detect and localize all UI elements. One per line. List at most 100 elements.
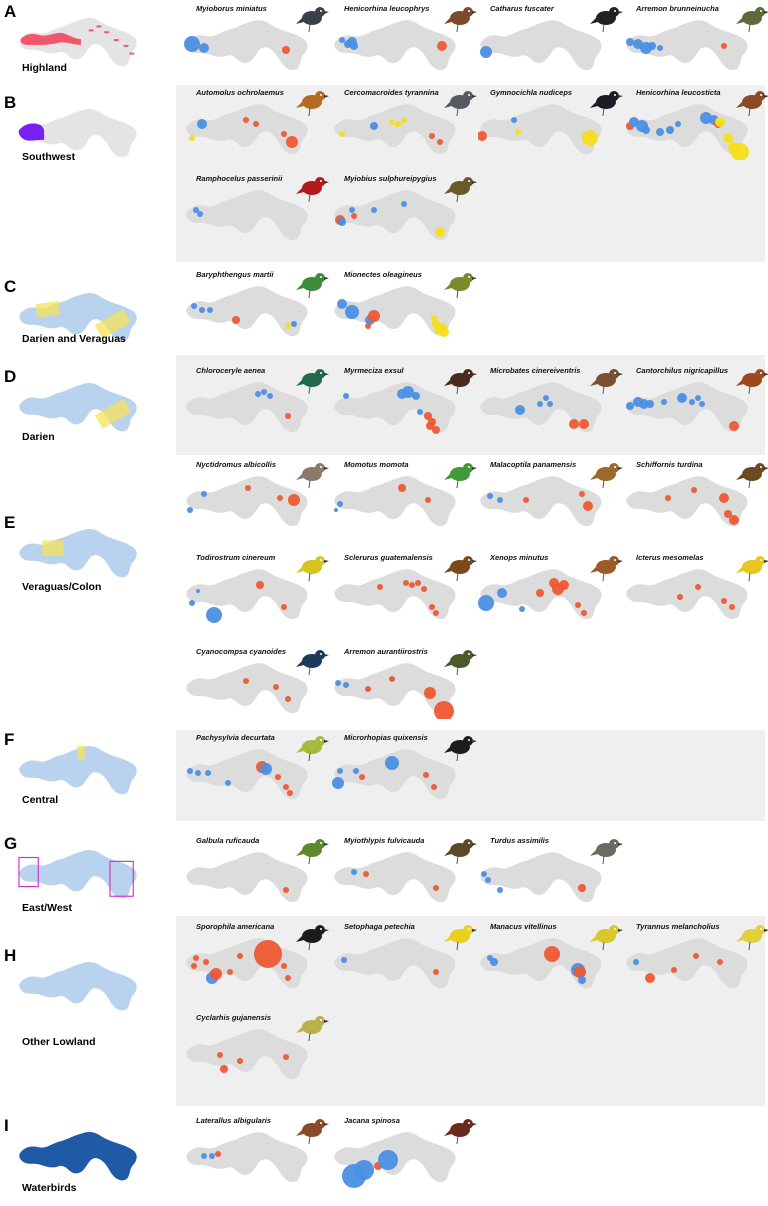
group-label: Highland: [22, 62, 67, 74]
species-name: Jacana spinosa: [344, 1116, 400, 1125]
bird-icon: [296, 463, 329, 489]
distribution-map: [480, 382, 602, 433]
species-name: Gymnocichla nudiceps: [490, 88, 573, 97]
occurrence-marker: [426, 422, 434, 430]
bird-illustration: [444, 736, 477, 762]
lowland-region: [19, 849, 137, 899]
distribution-map: [186, 1132, 308, 1183]
occurrence-marker: [207, 307, 213, 313]
bird-icon: [444, 736, 477, 762]
bird-illustration: [736, 556, 768, 582]
bird-icon: [590, 91, 623, 117]
distribution-map: [186, 852, 308, 903]
species-name: Laterallus albigularis: [196, 1116, 272, 1125]
occurrence-marker: [283, 1054, 289, 1060]
occurrence-marker: [377, 584, 383, 590]
land-shape: [186, 1029, 308, 1080]
bird-illustration: [444, 556, 477, 582]
occurrence-marker: [337, 299, 347, 309]
bird-icon: [444, 369, 477, 395]
bird-illustration: [444, 925, 477, 951]
occurrence-marker: [334, 508, 338, 512]
species-name: Tyrannus melancholius: [636, 922, 720, 931]
occurrence-marker: [677, 393, 687, 403]
focus-region-box: [42, 540, 64, 556]
occurrence-marker: [583, 501, 593, 511]
land-shape: [186, 104, 308, 155]
land-shape: [626, 20, 748, 71]
group-map: [19, 17, 137, 67]
occurrence-marker: [281, 963, 287, 969]
occurrence-marker: [184, 36, 200, 52]
occurrence-marker: [285, 413, 291, 419]
occurrence-marker: [731, 143, 749, 160]
bird-illustration: [736, 91, 768, 117]
bird-icon: [296, 1119, 329, 1145]
occurrence-marker: [281, 131, 287, 137]
species-name: Automolus ochrolaemus: [196, 88, 284, 97]
land-shape: [334, 663, 456, 714]
species-panel: Henicorhina leucophrys: [332, 2, 482, 94]
occurrence-marker: [282, 46, 290, 54]
land-shape: [334, 476, 456, 527]
species-name: Cantorchilus nigricapillus: [636, 366, 729, 375]
group-letter: E: [4, 513, 16, 532]
land-shape: [480, 852, 602, 903]
lowland-region: [19, 961, 137, 1011]
occurrence-marker: [199, 43, 209, 53]
land-shape: [334, 104, 456, 155]
species-name: Galbula ruficauda: [196, 836, 260, 845]
occurrence-marker: [237, 953, 243, 959]
occurrence-marker: [227, 969, 233, 975]
species-panel: Xenops minutus: [478, 551, 628, 643]
occurrence-marker: [285, 696, 291, 702]
occurrence-marker: [481, 871, 487, 877]
occurrence-marker: [209, 1153, 215, 1159]
occurrence-marker: [511, 117, 517, 123]
species-panel: Manacus vitellinus: [478, 920, 628, 1012]
land-shape: [186, 1132, 308, 1183]
distribution-map: [186, 476, 308, 527]
distribution-map: [186, 663, 308, 714]
bird-icon: [296, 369, 329, 395]
species-panel: Cercomacroides tyrannina: [332, 86, 482, 178]
distribution-map: [480, 20, 602, 71]
occurrence-marker: [721, 43, 727, 49]
bird-illustration: [444, 463, 477, 489]
bird-icon: [444, 177, 477, 203]
species-panel: Setophaga petechia: [332, 920, 482, 1012]
land-shape: [334, 938, 456, 989]
species-name: Manacus vitellinus: [490, 922, 557, 931]
focus-region-box: [18, 856, 39, 888]
bird-icon: [444, 91, 477, 117]
distribution-map: [626, 382, 748, 433]
bird-icon: [444, 1119, 477, 1145]
species-name: Sporophila americana: [196, 922, 275, 931]
occurrence-marker: [395, 121, 401, 127]
land-shape: [186, 382, 308, 433]
occurrence-marker: [437, 41, 447, 51]
focus-region-box: [109, 860, 134, 897]
bird-icon: [444, 273, 477, 299]
bird-icon: [296, 273, 329, 299]
group-map: [19, 745, 137, 795]
occurrence-marker: [699, 401, 705, 407]
land-shape: [186, 190, 308, 241]
occurrence-marker: [243, 117, 249, 123]
group-letter: D: [4, 367, 17, 386]
occurrence-marker: [201, 1153, 207, 1159]
occurrence-marker: [677, 594, 683, 600]
occurrence-marker: [579, 491, 585, 497]
waterbird-region: [19, 1131, 137, 1181]
occurrence-marker: [661, 399, 667, 405]
occurrence-marker: [578, 976, 586, 984]
bird-icon: [296, 177, 329, 203]
bird-icon: [590, 369, 623, 395]
occurrence-marker: [201, 491, 207, 497]
species-name: Cercomacroides tyrannina: [344, 88, 439, 97]
occurrence-marker: [368, 310, 380, 322]
distribution-map: [186, 382, 308, 433]
occurrence-marker: [354, 1160, 374, 1180]
bird-illustration: [590, 369, 623, 395]
occurrence-marker: [695, 584, 701, 590]
